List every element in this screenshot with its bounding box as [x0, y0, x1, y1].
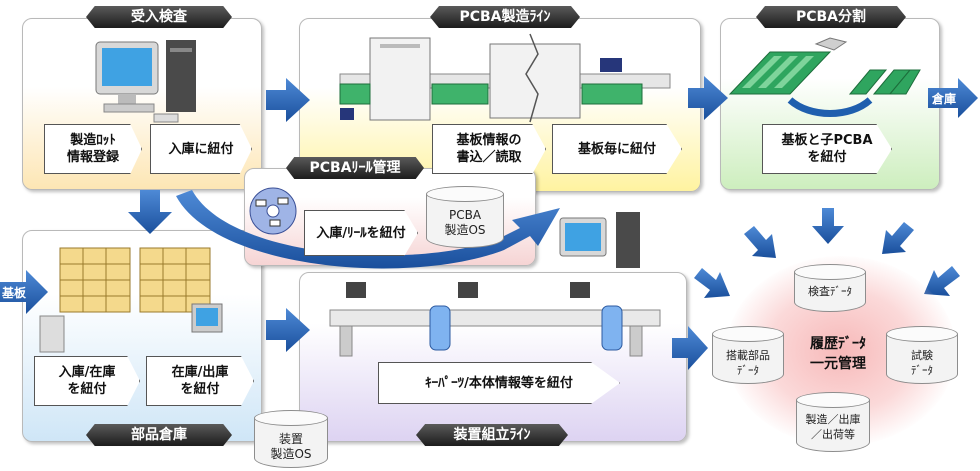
inspection-data-db: 検査ﾃﾞｰﾀ: [794, 264, 866, 312]
pcba-os-db: PCBA 製造OS: [426, 186, 504, 248]
assembly-line-title: 装置組立ﾗｲﾝ: [416, 424, 568, 446]
receiving-computer-icon: [95, 40, 196, 123]
arrow-center-top: [812, 208, 844, 244]
curved-reel-arrow: [176, 190, 560, 269]
reel-icon: [249, 187, 297, 235]
assembly-line-panel: [299, 272, 687, 442]
warehouse-shelf-icon: [39, 247, 223, 353]
link-board-child-step: 基板と子PCBA を紐付: [762, 124, 892, 174]
parts-warehouse-title: 部品倉庫: [86, 424, 232, 446]
link-key-parts-step: ｷｰﾊﾟｰﾂ/本体情報等を紐付: [378, 362, 620, 404]
reel-mgmt-title: PCBAﾘｰﾙ管理: [286, 157, 424, 179]
arrow-warehouse-out: [928, 78, 978, 118]
arrow-to-pcba-line: [266, 78, 310, 122]
pcba-machine-icon: [339, 33, 671, 123]
mfg-shipping-db: 製造／出庫 ／出荷等: [796, 392, 870, 452]
arrow-center-right1: [882, 222, 914, 254]
link-stock-out-step: 在庫/出庫 を紐付: [146, 356, 254, 406]
pcba-line-title: PCBA製造ﾗｲﾝ: [430, 6, 580, 28]
pcba-split-title: PCBA分割: [756, 6, 906, 28]
arrow-board-in: [0, 270, 48, 314]
link-reel-step: 入庫/ﾘｰﾙを紐付: [304, 210, 418, 256]
arrow-center-right2: [924, 266, 960, 296]
board-write-read-step: 基板情報の 書込／読取: [432, 124, 546, 174]
board-in-label: 基板: [2, 286, 27, 300]
link-receiving-step: 入庫に紐付: [150, 124, 252, 174]
assembly-computer-icon: [559, 212, 640, 268]
receiving-title: 受入検査: [86, 6, 232, 28]
pcba-split-icon: [728, 37, 921, 117]
link-each-board-step: 基板毎に紐付: [552, 124, 682, 174]
device-os-db: 装置 製造OS: [254, 410, 328, 468]
link-in-stock-step: 入庫/在庫 を紐付: [34, 356, 140, 406]
central-history-label: 履歴ﾃﾞｰﾀ 一元管理: [810, 336, 866, 372]
arrow-center-left2: [694, 268, 730, 298]
arrow-from-assembly: [672, 326, 708, 370]
test-data-db: 試験 ﾃﾞｰﾀ: [886, 326, 958, 384]
arrow-center-left1: [744, 226, 776, 258]
assembly-line-icon: [329, 282, 661, 357]
warehouse-out-label: 倉庫: [932, 92, 957, 106]
mounted-parts-db: 搭載部品 ﾃﾞｰﾀ: [712, 326, 784, 384]
lot-registration-step: 製造ﾛｯﾄ 情報登録: [44, 124, 142, 174]
arrow-to-split: [688, 76, 728, 120]
arrow-to-warehouse: [128, 190, 172, 234]
arrow-to-assembly: [266, 308, 310, 352]
